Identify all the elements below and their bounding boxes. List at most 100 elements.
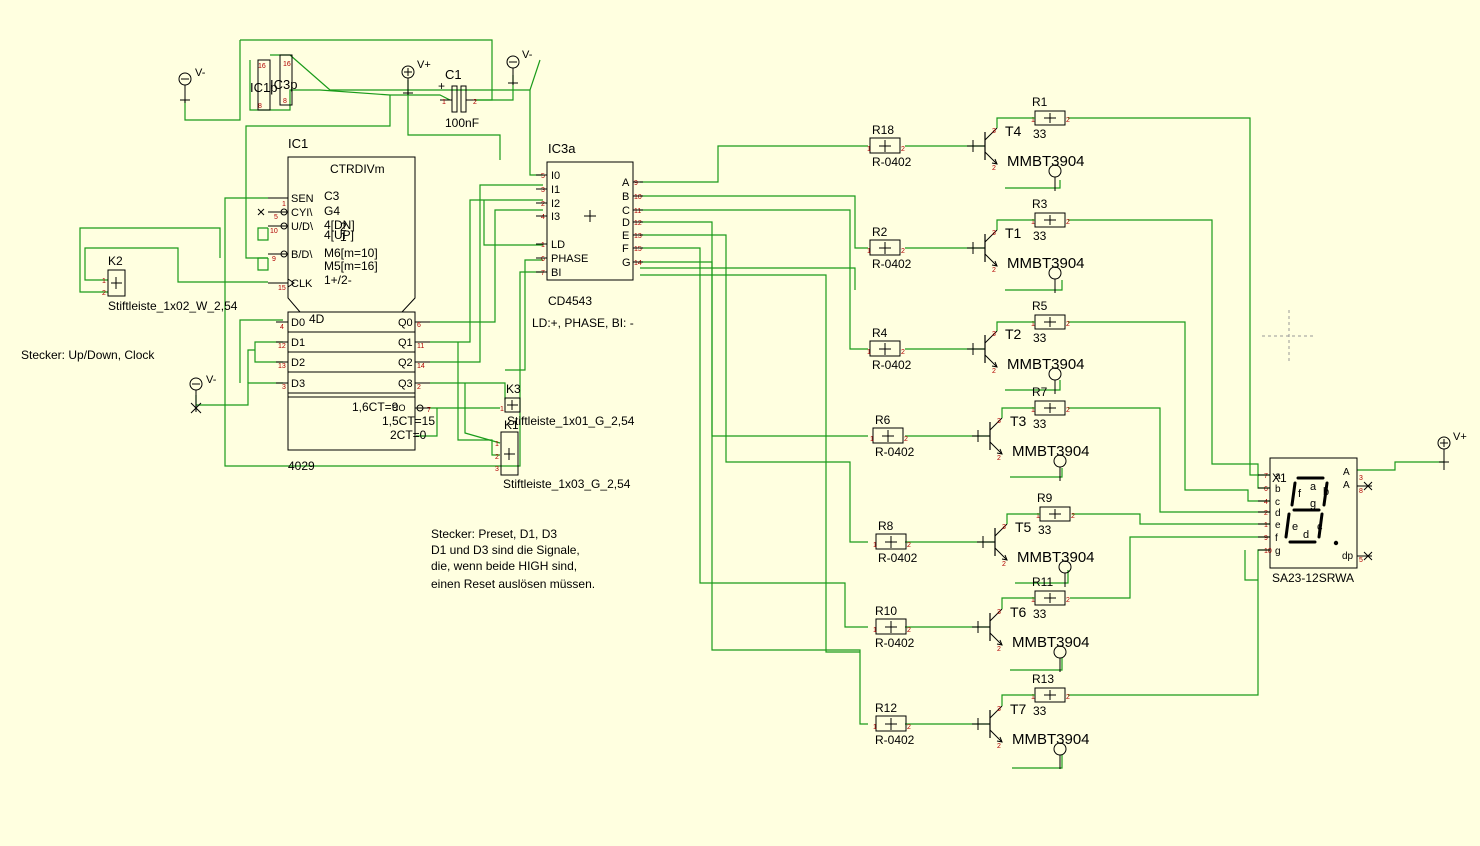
pin-number: 1 xyxy=(867,349,871,356)
pin-number: 1 xyxy=(873,627,877,634)
x1-pin-number: 1 xyxy=(1264,522,1268,529)
collector-resistor-ref: R7 xyxy=(1032,385,1048,399)
ic1-pin-number: 13 xyxy=(278,363,286,370)
pin-number: 2 xyxy=(901,349,905,356)
ic1-pin-number: 14 xyxy=(417,363,425,370)
base-resistor-part: R-0402 xyxy=(872,155,912,169)
ic3a-pin-number: 6 xyxy=(541,256,545,263)
svg-text:1: 1 xyxy=(500,406,504,413)
pin-number: 2 xyxy=(907,542,911,549)
ic1-pin-label: Q0 xyxy=(398,317,413,329)
pin-number: 2 xyxy=(997,646,1001,653)
base-resistor xyxy=(875,715,907,732)
ic1-pin-number: 6 xyxy=(417,322,421,329)
transistor-part: MMBT3904 xyxy=(1007,255,1085,272)
svg-text:2: 2 xyxy=(102,290,106,297)
svg-text:3: 3 xyxy=(1359,475,1363,482)
pin-number: 2 xyxy=(1066,117,1070,124)
ic3a-pin-number: 10 xyxy=(634,194,642,201)
pin-number: 1 xyxy=(870,436,874,443)
cursor-crosshair-icon xyxy=(1262,310,1316,362)
svg-text:SA23-12SRWA: SA23-12SRWA xyxy=(1272,571,1354,585)
svg-text:3: 3 xyxy=(495,466,499,473)
svg-text:16: 16 xyxy=(283,61,291,68)
ic1-pin-number: 11 xyxy=(417,343,424,350)
transistor-part: MMBT3904 xyxy=(1012,634,1090,651)
svg-text:8: 8 xyxy=(283,98,287,105)
ic1-inner-label: G4 xyxy=(324,204,340,218)
transistor-ref: T4 xyxy=(1005,123,1022,139)
ic3a-pin-label: I1 xyxy=(551,184,560,196)
ic1-pin-number: 12 xyxy=(278,343,286,350)
ic1-pin-label: D1 xyxy=(291,337,305,349)
base-resistor xyxy=(872,427,904,444)
svg-text:Stiftleiste_1x02_W_2,54: Stiftleiste_1x02_W_2,54 xyxy=(108,299,238,313)
ic1-pin-label: D2 xyxy=(291,357,305,369)
ic1-pin-label: Q1 xyxy=(398,337,413,349)
base-resistor xyxy=(875,618,907,635)
transistor-ref: T7 xyxy=(1010,701,1027,717)
collector-resistor-value: 33 xyxy=(1033,704,1047,718)
ic3a-pin-label: D xyxy=(622,217,630,229)
ic3a-pin-number: 1 xyxy=(541,242,545,249)
ic3a-pin-number: 11 xyxy=(634,208,641,215)
ic3a-pin-number: 4 xyxy=(541,214,545,221)
ic1-pin-number: 15 xyxy=(278,285,286,292)
ic3a-pin-label: F xyxy=(622,243,629,255)
svg-text:1,6CT=9: 1,6CT=9 xyxy=(352,400,399,414)
collector-resistor-ref: R3 xyxy=(1032,197,1048,211)
pin-number: 2 xyxy=(992,165,996,172)
base-resistor-part: R-0402 xyxy=(875,636,915,650)
base-resistor xyxy=(869,239,901,256)
x1-pin-number: 9 xyxy=(1264,535,1268,542)
ic1-inner-label: 1+/2- xyxy=(324,273,352,287)
svg-text:2CT=0: 2CT=0 xyxy=(390,428,427,442)
ic1-pin-label: CLK xyxy=(291,278,313,290)
pin-number: 1 xyxy=(1036,513,1040,520)
ic1-inner-label: 4[DN] xyxy=(324,218,355,232)
base-resistor-ref: R6 xyxy=(875,413,891,427)
pin-number: 2 xyxy=(992,267,996,274)
capacitor-c1: + C1 100nF 1 2 xyxy=(438,67,479,130)
transistor-ref: T1 xyxy=(1005,225,1022,241)
pin-number: 2 xyxy=(1066,597,1070,604)
ic1-ref: IC1 xyxy=(288,136,308,151)
transistor-part: MMBT3904 xyxy=(1012,731,1090,748)
x1-pin-number: 4 xyxy=(1264,499,1268,506)
svg-text:e: e xyxy=(1292,521,1298,533)
ic3a-pin-number: 12 xyxy=(634,220,642,227)
pin-number: 3 xyxy=(1002,524,1006,531)
ic1-pin-label: SEN xyxy=(291,193,314,205)
x1-pin-label: e xyxy=(1275,520,1281,531)
ic3p-ref: IC3p xyxy=(270,77,297,92)
ic1-pin-label: U/D\ xyxy=(291,221,314,233)
collector-resistor-value: 33 xyxy=(1033,127,1047,141)
collector-resistor-ref: R9 xyxy=(1037,491,1053,505)
svg-text:5: 5 xyxy=(1359,557,1363,564)
ic3a-pin-label: C xyxy=(622,205,630,217)
ic3a-pin-number: 14 xyxy=(634,260,642,267)
transistor-part: MMBT3904 xyxy=(1012,443,1090,460)
transistor-ref: T6 xyxy=(1010,604,1027,620)
ic1-inner-label: M5[m=16] xyxy=(324,259,378,273)
pin-number: 3 xyxy=(997,609,1001,616)
ic1-power-block: 16 8 16 8 IC1p IC3p xyxy=(250,54,297,111)
pin-number: 1 xyxy=(867,248,871,255)
svg-text:2: 2 xyxy=(473,99,477,106)
power-label: V+ xyxy=(417,59,431,71)
ic1-inner-label: 4[UP] xyxy=(324,228,354,242)
svg-text:g: g xyxy=(1310,498,1316,510)
base-resistor xyxy=(869,137,901,154)
pin-number: 1 xyxy=(1031,694,1035,701)
ic1-pin-label: D3 xyxy=(291,378,305,390)
svg-text:f: f xyxy=(1298,488,1302,500)
